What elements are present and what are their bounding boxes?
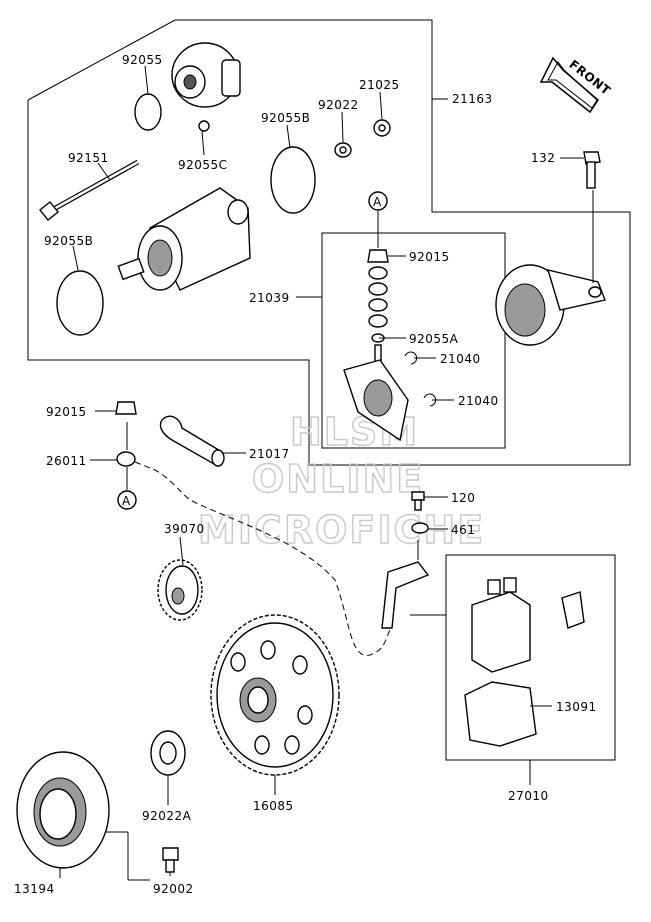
label-21040-b: 21040 — [458, 394, 499, 408]
label-21017: 21017 — [249, 447, 290, 461]
starter-gear-16085-icon — [210, 614, 340, 776]
assembly-outline-21163 — [27, 19, 631, 466]
label-39070: 39070 — [164, 522, 205, 536]
label-132: 132 — [531, 151, 555, 165]
label-92055: 92055 — [122, 53, 163, 67]
o-ring-92055b-left-icon — [56, 270, 104, 336]
label-21039: 21039 — [249, 291, 290, 305]
bolt-92151-icon — [39, 159, 140, 221]
ref-a-bottom: A — [117, 490, 137, 510]
washer-92022a-icon — [150, 730, 186, 776]
boot-21017-icon — [159, 415, 225, 467]
brush-holder-box-21039 — [296, 232, 506, 449]
cable-26011-icon — [116, 451, 391, 656]
front-bracket-icon — [495, 264, 606, 346]
relay-cover-13091-icon — [464, 681, 537, 747]
front-arrow-icon: FRONT — [539, 56, 614, 114]
clutch-13194-icon — [16, 751, 110, 869]
label-13194: 13194 — [14, 882, 55, 896]
label-92002: 92002 — [153, 882, 194, 896]
label-26011: 26011 — [46, 454, 87, 468]
relay-box-27010 — [445, 554, 616, 785]
label-92015-left: 92015 — [46, 405, 87, 419]
bolt-92002-icon — [162, 847, 179, 873]
idler-gear-39070-icon — [157, 559, 203, 621]
o-ring-92055b-top-icon — [270, 146, 316, 214]
label-16085: 16085 — [253, 799, 294, 813]
label-21040-a: 21040 — [440, 352, 481, 366]
label-27010: 27010 — [508, 789, 549, 803]
label-92055b-top: 92055B — [261, 111, 310, 125]
label-92055b-left: 92055B — [44, 234, 93, 248]
label-92055c: 92055C — [178, 158, 228, 172]
ref-a-top-label: A — [373, 195, 382, 209]
label-120: 120 — [451, 491, 475, 505]
part-labels: 92055 92055C 92055B 92022 21025 21163 92… — [14, 53, 597, 896]
o-ring-92055-icon — [134, 93, 162, 131]
label-92055a: 92055A — [409, 332, 459, 346]
fuse-icon — [561, 591, 585, 629]
washer-461-icon — [411, 522, 429, 534]
ref-a-bottom-label: A — [122, 494, 131, 508]
nut-92015-icon — [115, 401, 137, 415]
label-461: 461 — [451, 523, 475, 537]
label-21025: 21025 — [359, 78, 400, 92]
washer-92022-icon — [334, 142, 352, 158]
label-92022: 92022 — [318, 98, 359, 112]
clip-21040-a-icon — [404, 351, 418, 365]
o-ring-92055c-icon — [198, 120, 210, 132]
label-92015-top: 92015 — [409, 250, 450, 264]
watermark-line3: MICROFICHE — [198, 508, 485, 552]
label-21163: 21163 — [452, 92, 493, 106]
brush-stack-21039-icon — [343, 249, 409, 442]
motor-body-icon — [117, 187, 251, 291]
watermark: HLSM ONLINE MICROFICHE — [197, 409, 485, 552]
label-92151: 92151 — [68, 151, 109, 165]
washer-21025-icon — [373, 119, 391, 137]
clip-21040-b-icon — [423, 393, 437, 407]
relay-icon — [471, 577, 531, 673]
rear-cover-icon — [171, 42, 241, 108]
label-13091: 13091 — [556, 700, 597, 714]
bracket-icon — [381, 561, 430, 629]
bolt-132-icon — [583, 151, 601, 189]
leader-lines — [59, 65, 594, 881]
bolt-120-icon — [411, 491, 425, 511]
watermark-line2: ONLINE — [252, 457, 424, 501]
label-92022a: 92022A — [142, 809, 192, 823]
ref-a-top: A — [368, 191, 388, 211]
